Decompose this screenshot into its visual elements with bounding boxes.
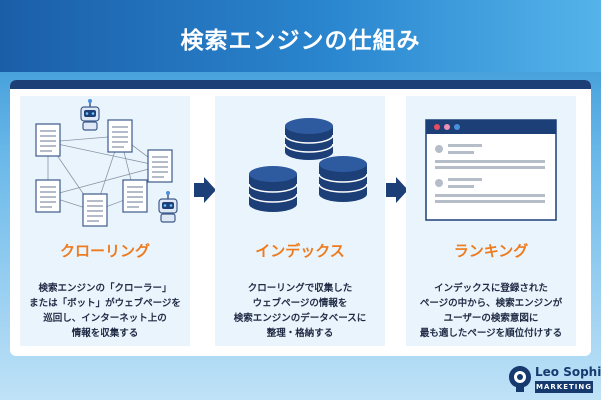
web-page-icon [82, 193, 108, 227]
browser-window-icon [425, 119, 557, 221]
process-panel: クローリング 検索エンジンの「クローラー」 または「ボット」がウェブページを 巡… [10, 80, 591, 356]
crawling-illustration [35, 99, 178, 227]
arrow-right-icon [194, 177, 216, 203]
web-page-icon [122, 179, 148, 213]
web-page-icon [35, 123, 61, 157]
ranking-illustration [425, 119, 557, 221]
step-desc-ranking: インデックスに登録された ページの中から、検索エンジンが ユーザーの検索意図に … [419, 283, 563, 339]
step-card-indexing: インデックス クローリングで収集した ウェブページの情報を 検索エンジンのデータ… [215, 96, 385, 346]
step-card-crawling: クローリング 検索エンジンの「クローラー」 または「ボット」がウェブページを 巡… [20, 96, 190, 346]
logo-subtitle: MARKETING [535, 381, 593, 393]
robot-icon [80, 99, 100, 131]
step-title-indexing: インデックス [255, 242, 345, 260]
brand-logo: Leo Sophia MARKETING [508, 362, 601, 396]
database-icon [248, 166, 298, 212]
panel-top-bar [10, 80, 591, 89]
robot-icon [158, 191, 178, 223]
header-banner: 検索エンジンの仕組み [0, 0, 601, 72]
indexing-illustration [248, 118, 368, 212]
database-icon [318, 156, 368, 202]
step-title-crawling: クローリング [59, 242, 150, 260]
step-title-ranking: ランキング [453, 242, 529, 260]
step-desc-crawling: 検索エンジンの「クローラー」 または「ボット」がウェブページを 巡回し、インター… [29, 283, 181, 339]
logo-name: Leo Sophia [535, 365, 601, 379]
step-card-ranking: ランキング インデックスに登録された ページの中から、検索エンジンが ユーザーの… [406, 96, 576, 346]
arrow-right-icon [386, 177, 408, 203]
database-icon [284, 118, 334, 160]
step-desc-indexing: クローリングで収集した ウェブページの情報を 検索エンジンのデータベースに 整理… [233, 283, 367, 339]
web-page-icon [147, 149, 173, 183]
leo-lion-icon [509, 366, 531, 392]
web-page-icon [107, 119, 133, 153]
page-title: 検索エンジンの仕組み [180, 28, 421, 54]
web-page-icon [35, 179, 61, 213]
